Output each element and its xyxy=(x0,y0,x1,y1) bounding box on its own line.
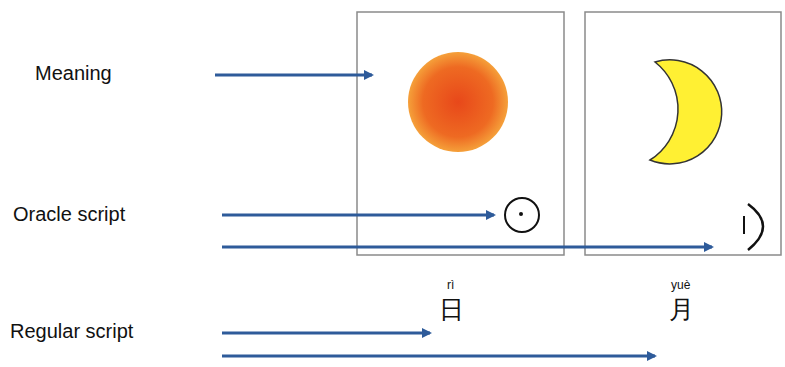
oracle-moon-curve xyxy=(748,204,763,250)
row-label: Oracle script xyxy=(13,203,125,226)
oracle-sun xyxy=(505,198,539,232)
regular-character: 月 xyxy=(669,295,694,324)
pinyin: yuè xyxy=(671,279,690,293)
pinyin: rì xyxy=(447,279,454,293)
oracle-sun-dot xyxy=(519,212,523,216)
pointer-arrow xyxy=(222,355,655,358)
row-label: Regular script xyxy=(10,320,133,343)
pointer-arrow xyxy=(222,332,430,335)
pointer-arrow xyxy=(215,74,372,77)
row-label: Meaning xyxy=(35,62,112,85)
sun-picture xyxy=(408,52,508,152)
pointer-arrow xyxy=(222,246,712,249)
moon-card xyxy=(585,12,781,255)
moon-picture xyxy=(650,60,722,164)
sun-card xyxy=(357,12,564,255)
pointer-arrow xyxy=(222,214,494,217)
oracle-moon-stroke xyxy=(743,216,745,234)
regular-character: 日 xyxy=(439,295,464,324)
